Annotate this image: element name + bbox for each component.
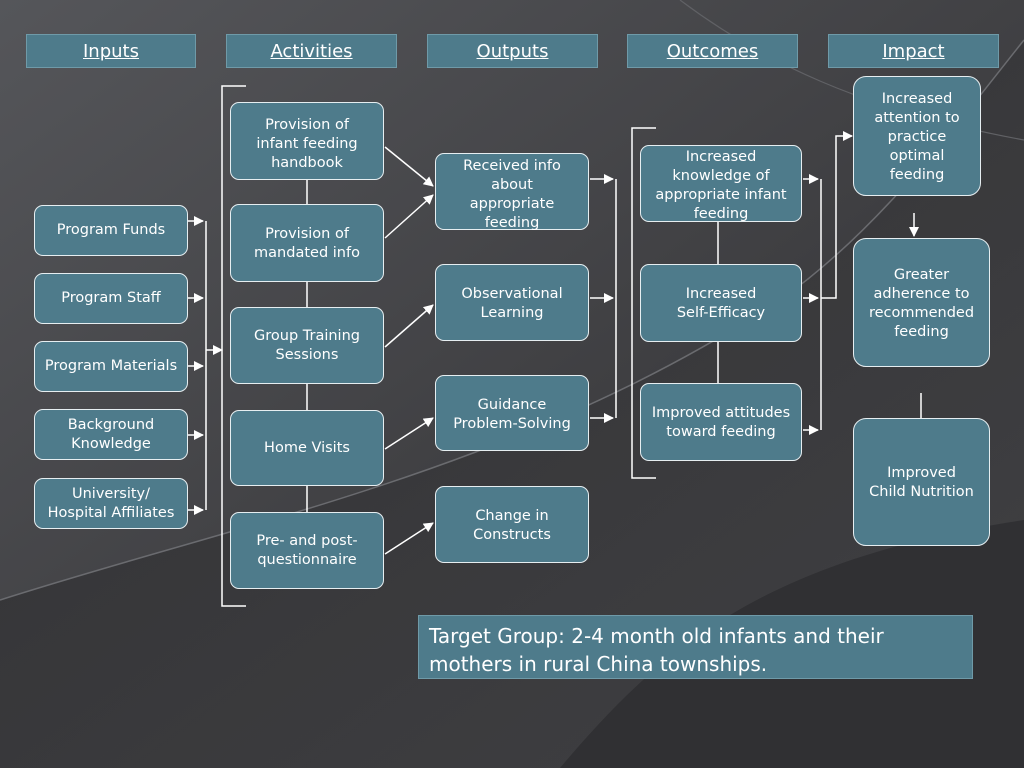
impact-greater-adherence: Greater adherence to recommended feeding	[853, 238, 990, 367]
outcome-increased-self-efficacy: Increased Self-Efficacy	[640, 264, 802, 342]
header-inputs: Inputs	[26, 34, 196, 68]
input-program-materials: Program Materials	[34, 341, 188, 392]
header-outputs: Outputs	[427, 34, 598, 68]
header-outcomes: Outcomes	[627, 34, 798, 68]
impact-improved-child-nutrition: Improved Child Nutrition	[853, 418, 990, 546]
input-program-funds: Program Funds	[34, 205, 188, 256]
output-observational-learning: Observational Learning	[435, 264, 589, 341]
input-program-staff: Program Staff	[34, 273, 188, 324]
activity-pre-post-questionnaire: Pre- and post- questionnaire	[230, 512, 384, 589]
input-background-knowledge: Background Knowledge	[34, 409, 188, 460]
outcome-increased-knowledge: Increased knowledge of appropriate infan…	[640, 145, 802, 222]
target-group-note: Target Group: 2-4 month old infants and …	[418, 615, 973, 679]
input-university-hospital-affiliates: University/ Hospital Affiliates	[34, 478, 188, 529]
activity-feeding-handbook: Provision of infant feeding handbook	[230, 102, 384, 180]
impact-increased-attention: Increased attention to practice optimal …	[853, 76, 981, 196]
activity-mandated-info: Provision of mandated info	[230, 204, 384, 282]
header-activities: Activities	[226, 34, 397, 68]
output-received-info: Received info about appropriate feeding	[435, 153, 589, 231]
output-guidance-problem-solving: Guidance Problem-Solving	[435, 375, 589, 451]
header-impact: Impact	[828, 34, 999, 68]
activity-home-visits: Home Visits	[230, 410, 384, 486]
outcome-improved-attitudes: Improved attitudes toward feeding	[640, 383, 802, 461]
activity-group-training: Group Training Sessions	[230, 307, 384, 384]
output-change-in-constructs: Change in Constructs	[435, 486, 589, 563]
